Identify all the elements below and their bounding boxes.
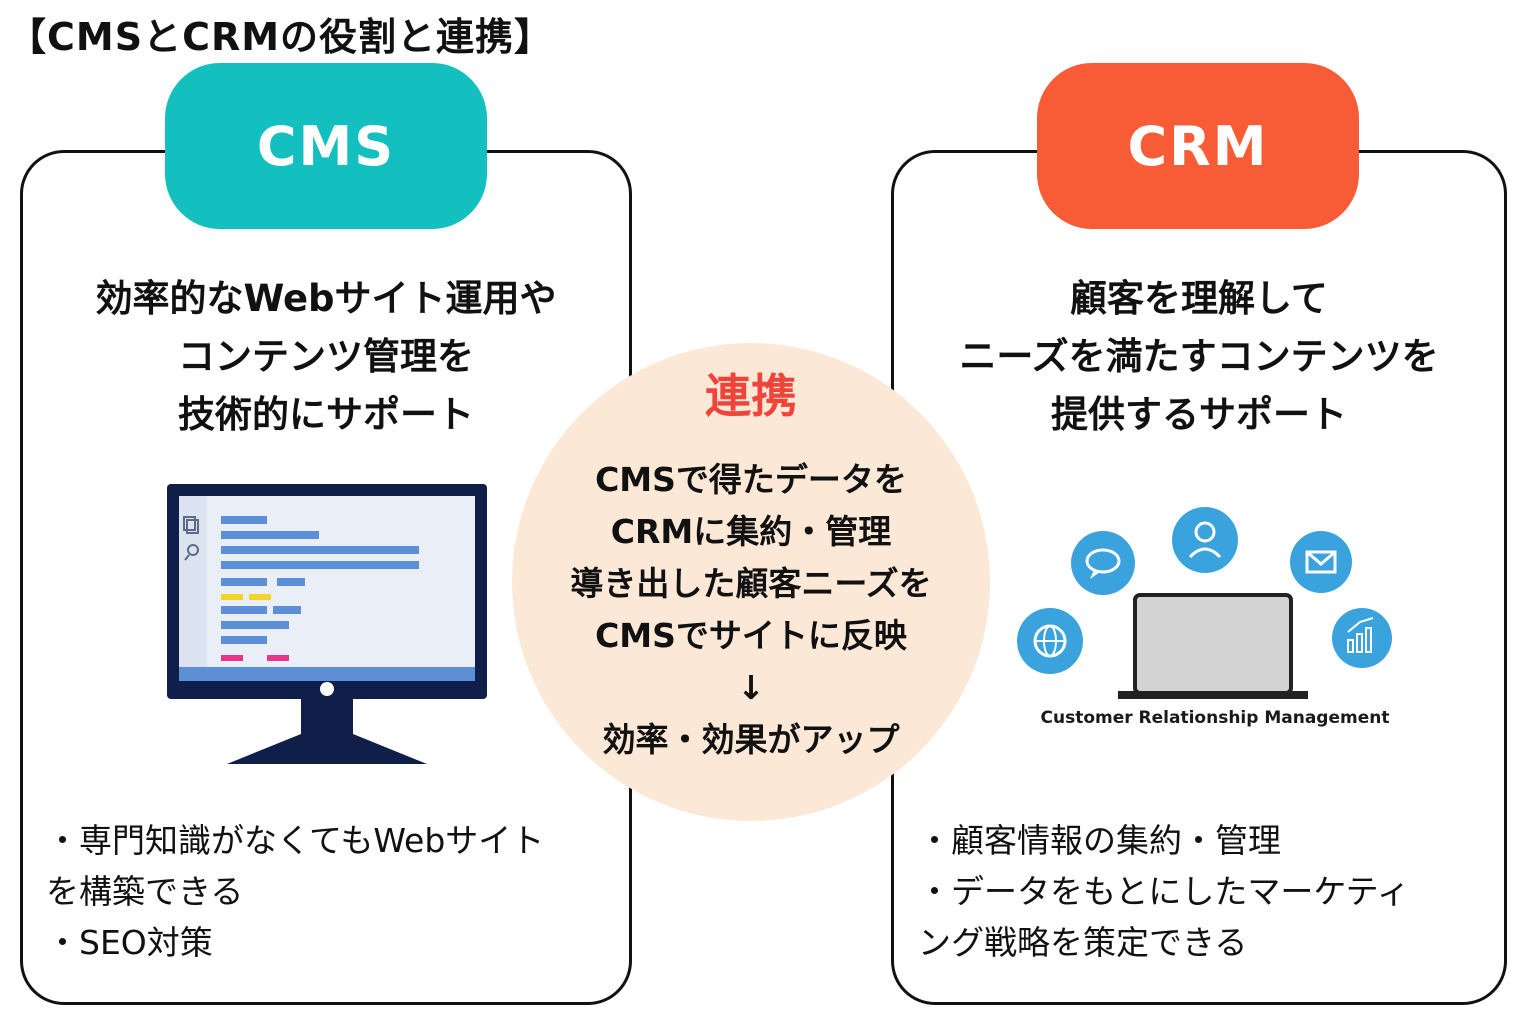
crm-bullet-line: ング戦略を策定できる	[918, 923, 1248, 962]
crm-caption: Customer Relationship Management	[1040, 708, 1390, 728]
link-line: CRMに集約・管理	[610, 512, 892, 551]
link-line: CMSで得たデータを	[595, 460, 907, 499]
copy-icon	[183, 516, 199, 534]
cms-bullets: ・専門知識がなくてもWebサイト を構築できる ・SEO対策	[46, 815, 544, 968]
crm-bullets: ・顧客情報の集約・管理 ・データをもとにしたマーケティ ング戦略を策定できる	[918, 815, 1410, 968]
link-line: 効率・効果がアップ	[602, 720, 900, 759]
link-circle	[512, 343, 990, 821]
code-editor-icon	[221, 516, 419, 661]
chat-bubble-icon	[1071, 531, 1135, 595]
cms-heading-line: コンテンツ管理を	[178, 335, 474, 378]
crm-heading-line: ニーズを満たすコンテンツを	[959, 335, 1439, 378]
crm-panel	[891, 150, 1507, 1005]
desktop-monitor-icon	[167, 484, 487, 764]
link-line: CMSでサイトに反映	[595, 616, 907, 655]
page-title: 【CMSとCRMの役割と連携】	[8, 15, 554, 59]
cms-heading-line: 技術的にサポート	[178, 393, 474, 436]
crm-bullet-line: ・データをもとにしたマーケティ	[918, 872, 1410, 911]
link-description: CMSで得たデータを CRMに集約・管理 導き出した顧客ニーズを CMSでサイト…	[512, 454, 990, 766]
link-title: 連携	[705, 369, 797, 423]
globe-icon	[1017, 608, 1083, 674]
mail-icon	[1290, 531, 1352, 593]
cms-bullet-line: を構築できる	[46, 872, 244, 911]
crm-heading: 顧客を理解して ニーズを満たすコンテンツを 提供するサポート	[891, 270, 1507, 444]
cms-heading-line: 効率的なWebサイト運用や	[95, 277, 557, 320]
crm-heading-line: 提供するサポート	[1051, 393, 1347, 436]
bar-chart-icon	[1332, 608, 1392, 668]
cms-bullet-line: ・SEO対策	[46, 923, 213, 962]
laptop-icon	[1118, 593, 1308, 699]
cms-heading: 効率的なWebサイト運用や コンテンツ管理を 技術的にサポート	[20, 270, 632, 444]
crm-heading-line: 顧客を理解して	[1070, 277, 1328, 320]
search-icon	[184, 544, 199, 561]
cms-bullet-line: ・専門知識がなくてもWebサイト	[46, 821, 545, 860]
user-icon	[1172, 507, 1238, 573]
link-line: 導き出した顧客ニーズを	[570, 564, 932, 603]
crm-illustration	[1017, 507, 1392, 699]
cms-label-pill: CMS	[165, 63, 487, 229]
crm-bullet-line: ・顧客情報の集約・管理	[918, 821, 1281, 860]
down-arrow-icon: ↓	[737, 668, 765, 707]
crm-label-pill: CRM	[1037, 63, 1359, 229]
